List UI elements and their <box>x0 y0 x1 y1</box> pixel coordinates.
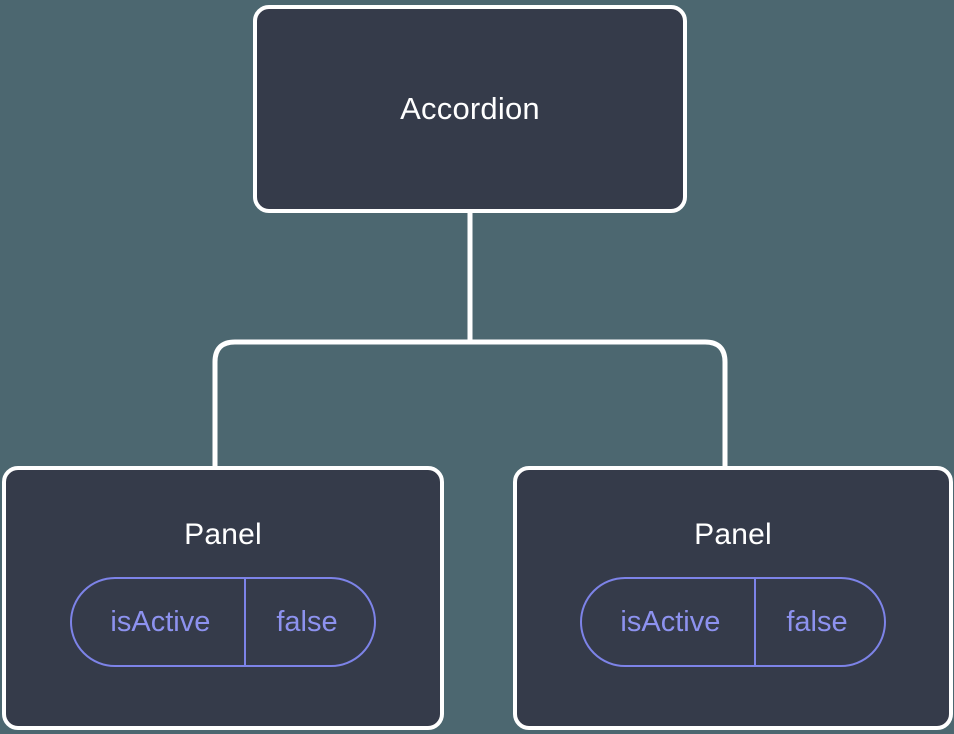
prop-badge-isactive[interactable]: isActive false <box>580 577 886 667</box>
node-title: Accordion <box>400 90 540 126</box>
connector-bus-right-branch <box>470 339 728 470</box>
node-title: Panel <box>184 518 262 551</box>
prop-key: isActive <box>110 605 211 638</box>
prop-value: false <box>244 579 373 665</box>
node-panel-right[interactable]: Panel isActive false <box>513 466 953 730</box>
prop-list: isActive false <box>517 577 949 667</box>
prop-value: false <box>754 579 883 665</box>
prop-list: isActive false <box>6 577 440 667</box>
node-panel-left[interactable]: Panel isActive false <box>2 466 444 730</box>
node-accordion[interactable]: Accordion <box>253 5 687 213</box>
prop-badge-isactive[interactable]: isActive false <box>70 577 376 667</box>
prop-key: isActive <box>620 605 721 638</box>
node-title: Panel <box>694 518 772 551</box>
connector-bus-left-branch <box>212 339 470 470</box>
